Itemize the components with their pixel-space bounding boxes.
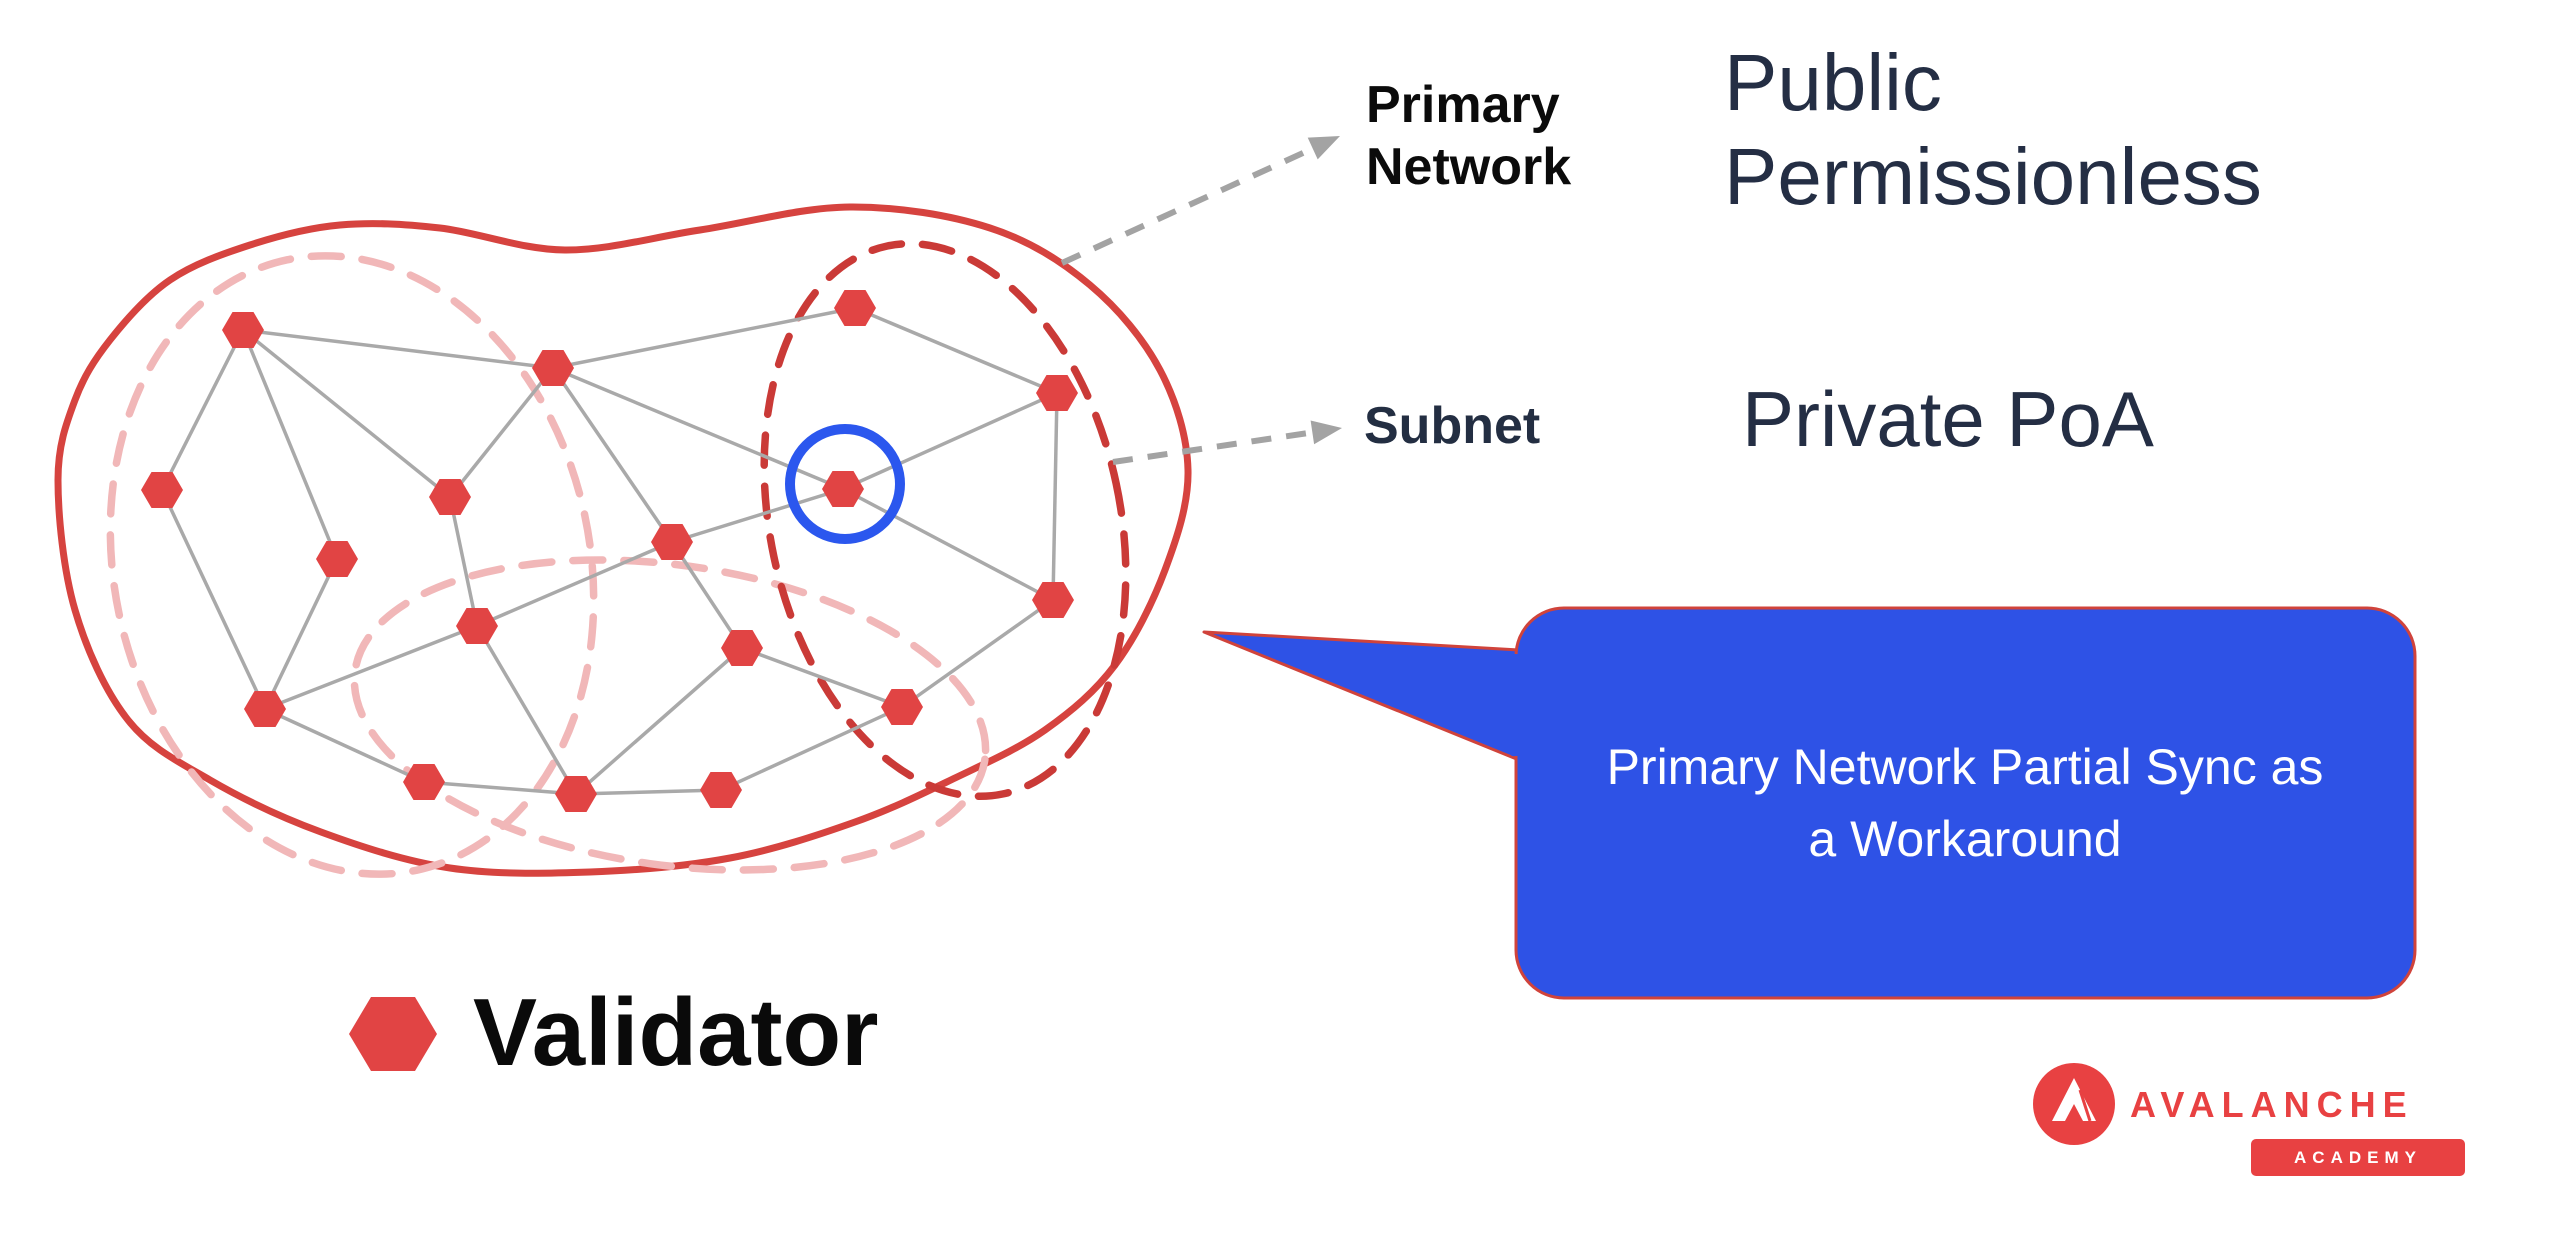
callout-bubble — [1514, 606, 2417, 1000]
validator-node — [1036, 375, 1078, 411]
validator-node — [403, 764, 445, 800]
callout-line1: Primary Network Partial Sync as — [1606, 739, 2324, 795]
peer-connection — [552, 366, 844, 491]
subnet-arrow-head — [1310, 420, 1342, 445]
validator-node — [1032, 582, 1074, 618]
peer-connection — [552, 306, 856, 370]
validator-node — [721, 630, 763, 666]
primary-network-type-label: Public Permissionless — [1724, 36, 2262, 224]
primary-network-outline — [54, 203, 1192, 877]
callout-tail-join — [1511, 654, 1523, 756]
primary-network-line2: Network — [1366, 138, 1572, 196]
highlighted-validator-ring — [785, 424, 905, 544]
peer-connection — [160, 489, 267, 710]
subnet-arrow-line — [1112, 430, 1307, 465]
callout-tail — [1202, 630, 1520, 762]
subnet-boundary-faded — [350, 556, 990, 874]
peer-connection — [241, 329, 339, 560]
legend-validator-hexagon — [349, 997, 437, 1071]
primary-network-label: Primary Network — [1366, 74, 1571, 198]
peer-connection — [854, 306, 1058, 395]
peer-connection — [741, 646, 903, 709]
peer-connection — [574, 646, 744, 796]
primary-network-line1: Primary — [1366, 76, 1560, 134]
peer-connection — [242, 328, 554, 370]
peer-connection — [842, 391, 1058, 491]
subnet-label: Subnet — [1364, 397, 1541, 455]
peer-connection — [263, 558, 339, 710]
validator-node — [834, 290, 876, 326]
peer-connection — [671, 487, 844, 544]
peer-connection — [264, 707, 425, 784]
avalanche-logo-icon — [2033, 1063, 2115, 1145]
peer-connection — [160, 329, 245, 491]
validator-node — [651, 524, 693, 560]
validator-node — [141, 472, 183, 508]
peer-connection — [575, 788, 722, 796]
peer-connection — [448, 366, 555, 499]
validator-node — [429, 479, 471, 515]
peer-connection — [1051, 392, 1059, 601]
callout-line2: a Workaround — [1808, 811, 2122, 867]
primary-network-arrow-line — [1060, 148, 1309, 266]
avalanche-wordmark: AVALANCHE — [2130, 1084, 2414, 1125]
validator-node — [244, 691, 286, 727]
academy-badge: ACADEMY — [2251, 1139, 2465, 1176]
subnet-type-label: Private PoA — [1742, 375, 2154, 463]
peer-connection — [551, 367, 674, 543]
validator-node — [222, 312, 264, 348]
validator-node — [881, 689, 923, 725]
avalanche-mark-icon — [2052, 1078, 2096, 1122]
peer-connection — [720, 705, 903, 792]
peer-connection — [423, 780, 577, 796]
peer-connection — [241, 328, 452, 499]
peer-connection — [900, 598, 1055, 709]
peer-connection — [264, 624, 478, 711]
peer-connection — [448, 496, 479, 627]
legend-validator-label: Validator — [473, 979, 879, 1086]
validator-node — [822, 471, 864, 507]
peer-connection — [475, 625, 578, 795]
primary-network-arrow-head — [1307, 136, 1340, 160]
peer-connection — [842, 487, 1054, 602]
peer-connection — [670, 541, 744, 649]
callout-text: Primary Network Partial Sync as a Workar… — [1515, 607, 2415, 999]
permissionless-line: Permissionless — [1724, 132, 2262, 221]
subnet-boundary-faded — [106, 252, 598, 878]
validator-node — [700, 772, 742, 808]
validator-node — [532, 350, 574, 386]
peer-connection — [476, 540, 673, 628]
validator-node — [316, 541, 358, 577]
public-line: Public — [1724, 38, 1942, 127]
validator-node — [555, 776, 597, 812]
validator-node — [456, 608, 498, 644]
subnet-boundary — [760, 239, 1130, 801]
